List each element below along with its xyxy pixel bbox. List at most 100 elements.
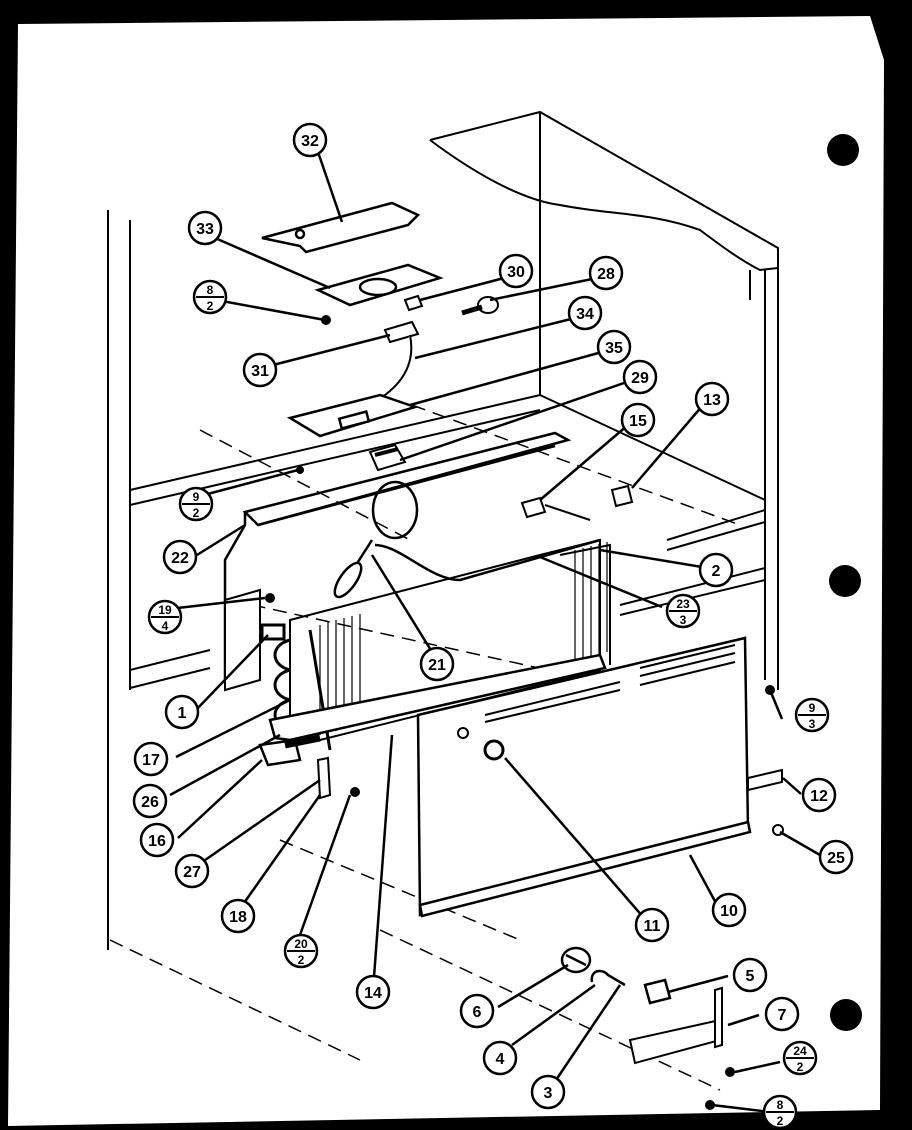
- fraction-callout: 202: [283, 933, 319, 969]
- callout-label: 32: [301, 133, 319, 150]
- fraction-top: 9: [809, 701, 816, 715]
- callout-22: 22: [162, 539, 198, 575]
- cabinet-outline: [107, 110, 779, 950]
- callout-label: 7: [778, 1007, 787, 1024]
- callout-circle: [139, 822, 175, 858]
- callout-label: 26: [141, 794, 159, 811]
- callout-12: 12: [801, 777, 837, 813]
- callout-3: 3: [530, 1074, 566, 1110]
- callout-circle: [132, 783, 168, 819]
- callout-circle: [498, 253, 534, 289]
- callout-14: 14: [355, 974, 391, 1010]
- callout-label: 21: [428, 657, 446, 674]
- fraction-callout: 233: [665, 593, 701, 629]
- callout-label: 28: [597, 266, 615, 283]
- fraction-bottom: 2: [797, 1060, 804, 1074]
- callout-21: 21: [419, 646, 455, 682]
- light-bracket-33: [314, 263, 444, 307]
- callout-label: 1: [178, 705, 187, 722]
- callout-7: 7: [764, 996, 800, 1032]
- callout-label: 34: [576, 306, 594, 323]
- callout-label: 16: [148, 833, 166, 850]
- callout-label: 12: [810, 788, 828, 805]
- callout-circle: [801, 777, 837, 813]
- callout-label: 11: [644, 918, 661, 935]
- callout-13: 13: [694, 381, 730, 417]
- callout-10: 10: [711, 892, 747, 928]
- callout-label: 17: [142, 752, 160, 769]
- clip-13: [610, 484, 634, 508]
- fraction-top: 19: [158, 603, 172, 617]
- clip-15: [520, 496, 591, 521]
- leader-lines: [159, 151, 821, 1114]
- callout-28: 28: [588, 255, 624, 291]
- fraction-callout: 92: [178, 486, 214, 522]
- callout-circle: [694, 381, 730, 417]
- callout-circle: [482, 1040, 518, 1076]
- fraction-top: 8: [777, 1098, 784, 1112]
- socket-plate-35: [286, 393, 420, 438]
- knob-11: [483, 739, 505, 761]
- callout-circle: [698, 552, 734, 588]
- callout-35: 35: [596, 329, 632, 365]
- callout-circle: [162, 539, 198, 575]
- registration-dot: [830, 999, 862, 1031]
- callout-label: 15: [629, 413, 647, 430]
- cover-plate-32: [261, 201, 421, 254]
- callout-15: 15: [620, 402, 656, 438]
- tubing-21: [333, 538, 601, 599]
- callout-circle: [133, 741, 169, 777]
- callout-circle: [634, 907, 670, 943]
- panel-vents: [484, 644, 736, 723]
- callout-circle: [596, 329, 632, 365]
- fraction-top: 24: [793, 1044, 807, 1058]
- heater-tube-26: [284, 734, 321, 749]
- side-panel: [224, 588, 261, 692]
- callout-4: 4: [482, 1040, 518, 1076]
- switch-29: [368, 443, 407, 472]
- fraction-top: 23: [676, 597, 690, 611]
- callout-label: 18: [229, 909, 247, 926]
- callout-30: 30: [498, 253, 534, 289]
- callout-18: 18: [220, 898, 256, 934]
- fraction-bottom: 3: [809, 717, 816, 731]
- callout-circle: [622, 359, 658, 395]
- fraction-bottom: 2: [193, 506, 200, 520]
- callout-label: 25: [827, 850, 845, 867]
- mount-bracket-7: [628, 986, 723, 1065]
- thermostat-5: [643, 978, 672, 1005]
- coil-fins: [319, 542, 608, 735]
- knob-6: [560, 946, 592, 974]
- callout-17: 17: [133, 741, 169, 777]
- callout-label: 27: [183, 864, 201, 881]
- fraction-bottom: 2: [207, 299, 214, 313]
- callout-label: 6: [473, 1004, 482, 1021]
- callout-label: 10: [720, 903, 738, 920]
- callout-25: 25: [818, 839, 854, 875]
- strip-12: [747, 768, 783, 792]
- callout-circle: [818, 839, 854, 875]
- callout-5: 5: [732, 957, 768, 993]
- callout-circle: [711, 892, 747, 928]
- callout-label: 33: [196, 221, 214, 238]
- fraction-top: 9: [193, 490, 200, 504]
- callout-label: 31: [251, 363, 269, 380]
- registration-dot: [827, 134, 859, 166]
- callout-circle: [292, 122, 328, 158]
- fraction-callout: 242: [782, 1040, 818, 1076]
- callout-circle: [220, 898, 256, 934]
- callout-6: 6: [459, 993, 495, 1029]
- callout-circle: [620, 402, 656, 438]
- callout-11: 11: [634, 907, 670, 943]
- fraction-callout: 194: [147, 599, 183, 635]
- fraction-callout: 93: [794, 697, 830, 733]
- fraction-callout: 82: [192, 279, 228, 315]
- callout-label: 2: [712, 563, 721, 580]
- callout-2: 2: [698, 552, 734, 588]
- callout-label: 13: [703, 392, 721, 409]
- bracket-18: [316, 756, 332, 800]
- callout-29: 29: [622, 359, 658, 395]
- fraction-bottom: 4: [162, 619, 169, 633]
- callout-label: 29: [631, 370, 649, 387]
